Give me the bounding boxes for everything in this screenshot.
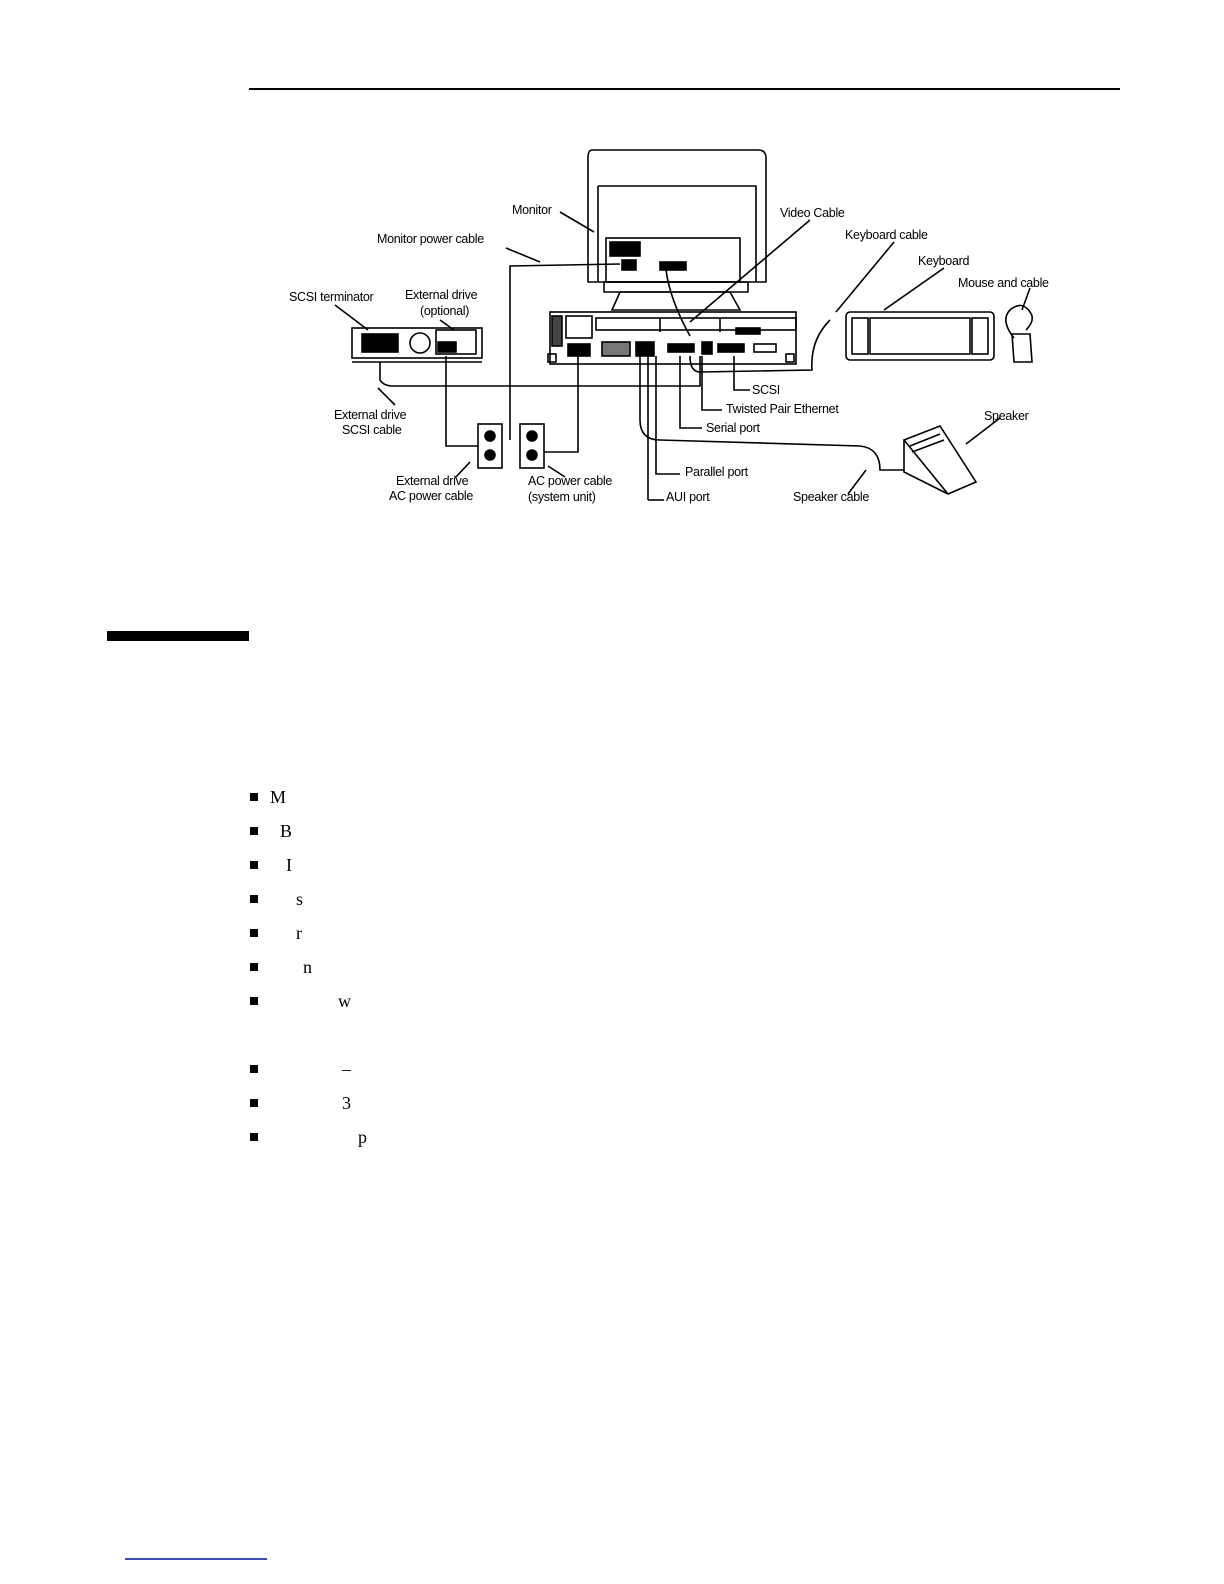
label-external-drive-line1: External drive xyxy=(405,288,478,302)
outlet-system-drawing xyxy=(519,423,545,469)
label-monitor-power-cable: Monitor power cable xyxy=(377,232,484,246)
external-drive-drawing xyxy=(351,327,483,363)
mouse-drawing xyxy=(1005,304,1034,363)
label-external-drive-line2: (optional) xyxy=(420,304,469,318)
label-speaker: Speaker xyxy=(984,409,1029,423)
label-scsi: SCSI xyxy=(752,383,780,397)
bullet-list: M B I s r n w – 3 p xyxy=(250,780,367,1154)
list-item: I xyxy=(250,848,367,882)
label-keyboard-cable: Keyboard cable xyxy=(845,228,928,242)
list-item-text: p xyxy=(358,1126,367,1147)
label-serial-port: Serial port xyxy=(706,421,760,435)
list-item: w xyxy=(250,984,367,1018)
list-item: M xyxy=(250,780,367,814)
list-item-text: s xyxy=(296,888,304,909)
list-item: B xyxy=(250,814,367,848)
list-item: n xyxy=(250,950,367,984)
list-item: r xyxy=(250,916,367,950)
list-item-text: I xyxy=(286,854,292,875)
label-keyboard: Keyboard xyxy=(918,254,969,268)
bullet-icon xyxy=(250,861,258,869)
label-external-drive-ac-line1: External drive xyxy=(396,474,469,488)
bullet-icon xyxy=(250,1133,258,1141)
figure-labels: Monitor Video Cable Monitor power cable … xyxy=(289,203,1049,504)
bullet-icon xyxy=(250,895,258,903)
label-parallel-port: Parallel port xyxy=(685,465,749,479)
label-monitor: Monitor xyxy=(512,203,552,217)
label-twisted-pair-ethernet: Twisted Pair Ethernet xyxy=(726,402,839,416)
list-item: 3 xyxy=(250,1086,367,1120)
label-external-drive-scsi-cable-line1: External drive xyxy=(334,408,407,422)
list-item-text: r xyxy=(296,922,302,943)
bullet-icon xyxy=(250,827,258,835)
list-item-text: 3 xyxy=(342,1092,351,1113)
speaker-drawing xyxy=(902,425,978,495)
bullet-icon xyxy=(250,963,258,971)
bullet-icon xyxy=(250,793,258,801)
label-video-cable: Video Cable xyxy=(780,206,845,220)
list-item: s xyxy=(250,882,367,916)
system-connection-diagram: Monitor Video Cable Monitor power cable … xyxy=(289,149,1049,504)
label-aui-port: AUI port xyxy=(666,490,710,504)
section-heading-bar xyxy=(107,631,249,641)
bullet-icon xyxy=(250,1099,258,1107)
list-item: p xyxy=(250,1120,367,1154)
label-ac-power-cable-line2: (system unit) xyxy=(528,490,596,504)
monitor-drawing xyxy=(587,149,767,311)
keyboard-drawing xyxy=(845,311,995,361)
label-external-drive-ac-line2: AC power cable xyxy=(389,489,473,503)
list-item-text: – xyxy=(342,1058,351,1079)
list-item-text: w xyxy=(338,990,351,1011)
bullet-icon xyxy=(250,1065,258,1073)
bullet-icon xyxy=(250,929,258,937)
label-scsi-terminator: SCSI terminator xyxy=(289,290,374,304)
label-mouse-and-cable: Mouse and cable xyxy=(958,276,1049,290)
label-ac-power-cable-line1: AC power cable xyxy=(528,474,612,488)
system-unit-drawing xyxy=(547,311,797,365)
header-rule xyxy=(249,88,1120,90)
label-external-drive-scsi-cable-line2: SCSI cable xyxy=(342,423,402,437)
list-item-text: n xyxy=(303,956,312,977)
label-speaker-cable: Speaker cable xyxy=(793,490,869,504)
bullet-icon xyxy=(250,997,258,1005)
list-item-text: M xyxy=(270,786,287,807)
list-item-text: B xyxy=(280,820,293,841)
list-item: – xyxy=(250,1052,367,1086)
footer-link-underline[interactable] xyxy=(125,1558,267,1560)
